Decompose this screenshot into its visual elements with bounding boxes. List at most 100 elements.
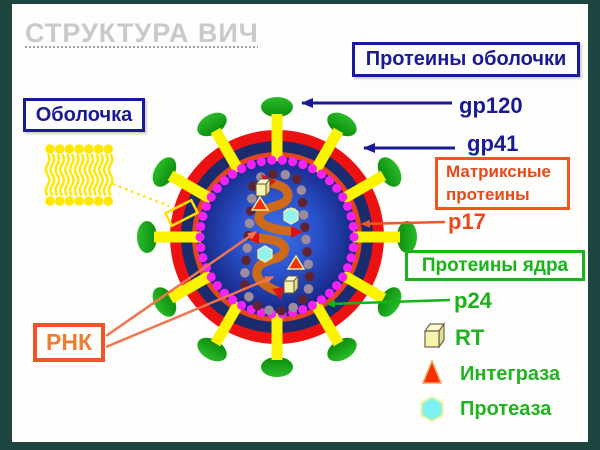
lipid-head [103,196,113,206]
lipid-tail [78,153,85,197]
p17-dot [227,169,238,179]
p17-dot [196,221,206,232]
gp41-label: gp41 [467,131,519,156]
gp41-stem [210,300,244,347]
p17-dot [198,253,208,263]
legend-protease-label: Протеаза [460,398,552,420]
protease-hexagon-icon [420,395,444,423]
lipid-tail [64,153,70,197]
envelope-highlight-rect [163,198,200,228]
matrix-proteins-label: Матриксные протеины [446,161,551,204]
lipid-head [84,196,94,206]
p17-dot [316,169,327,179]
gp120-tip [197,337,227,362]
gp41-stem [340,270,387,304]
gp41-stem [167,270,214,304]
rt-cube-icon [254,177,272,198]
integrase-triangle-icon [250,195,270,211]
gp41-stem [310,127,344,174]
p17-dot [256,307,266,317]
virion [137,97,417,377]
p17-pointer-line [361,219,446,228]
slide-title: СТРУКТУРА ВИЧ [25,18,259,48]
lipid-tail [102,153,109,197]
matrix-proteins-box: Матриксные протеины [435,157,570,210]
gp41-stem [340,170,387,204]
p17-dot [277,155,287,165]
p24-label: p24 [454,288,492,313]
callout-lines [105,98,455,349]
p17-dot [196,242,206,253]
lipid-tail [83,153,90,197]
rna-box: РНК [33,323,105,362]
gp120-tip [261,357,293,377]
lipid-head [74,144,84,154]
envelope-proteins-box: Протеины оболочки [352,42,580,77]
p17-matrix-dot-ring [195,155,359,319]
rt-cube-icon [282,274,300,295]
lipid-tail [54,153,61,197]
protease-hexagon-icon [257,245,273,263]
p17-dot [236,164,247,174]
envelope-box: Оболочка [23,98,145,132]
p17-dot [227,295,238,305]
capsid-enzyme-icons [250,177,306,295]
lipid-head [84,144,94,154]
p17-label: p17 [448,209,486,234]
core-proteins-box: Протеины ядра [405,250,585,281]
p17-dot [307,300,318,310]
lipid-head [54,196,65,206]
gp120-tip [327,112,357,137]
gp120-tip [377,157,402,187]
envelope-proteins-label: Протеины оболочки [365,48,567,70]
p17-dot [307,164,318,174]
lipid-head [45,196,55,206]
lipid-tail [68,153,75,197]
p17-dot [346,253,356,263]
p17-dot [256,157,266,167]
gp120-tip [397,221,417,253]
p17-dot [346,211,356,221]
gp41-stems [154,114,400,360]
gp120-tip [152,157,177,187]
p17-dot [201,201,211,211]
lipid-tail [73,153,80,197]
p17-dot [338,192,348,202]
p17-dot [212,183,222,194]
p17-dot [267,155,277,165]
envelope-label: Оболочка [35,103,133,126]
gp120-label: gp120 [459,93,523,118]
p17-dot [332,280,342,291]
lipid-tail [97,153,104,197]
integrase-triangle-icon [286,254,306,270]
p17-dot [332,183,342,194]
lipid-head [64,144,75,154]
frame-bottom-bar [0,442,600,450]
gp120-tip [261,97,293,117]
lipid-tail [93,153,100,197]
lipid-head [45,144,55,154]
p17-dot [349,232,359,242]
gp41-stem [210,127,244,174]
frame-top-bar [0,0,600,4]
gp41-stem [310,300,344,347]
gp120-tip [137,221,157,253]
p17-dot [343,201,353,211]
rna-label: РНК [46,329,92,355]
lipid-head [74,196,84,206]
p17-dot [288,157,298,167]
p17-dot [348,242,358,253]
p17-dot [246,159,256,170]
gp120-tip [327,337,357,362]
envelope-dotted-connector [112,182,170,208]
frame-right-bar [588,0,600,450]
p17-dot [298,304,308,315]
lipid-tail [49,153,56,197]
legend-icons [420,322,446,423]
lipid-tail [88,153,95,197]
p17-dot [298,159,308,170]
lipid-tail [44,153,51,197]
protease-hexagon-icon [283,207,299,225]
gp41-stem [167,170,214,204]
p17-dot [212,280,222,291]
